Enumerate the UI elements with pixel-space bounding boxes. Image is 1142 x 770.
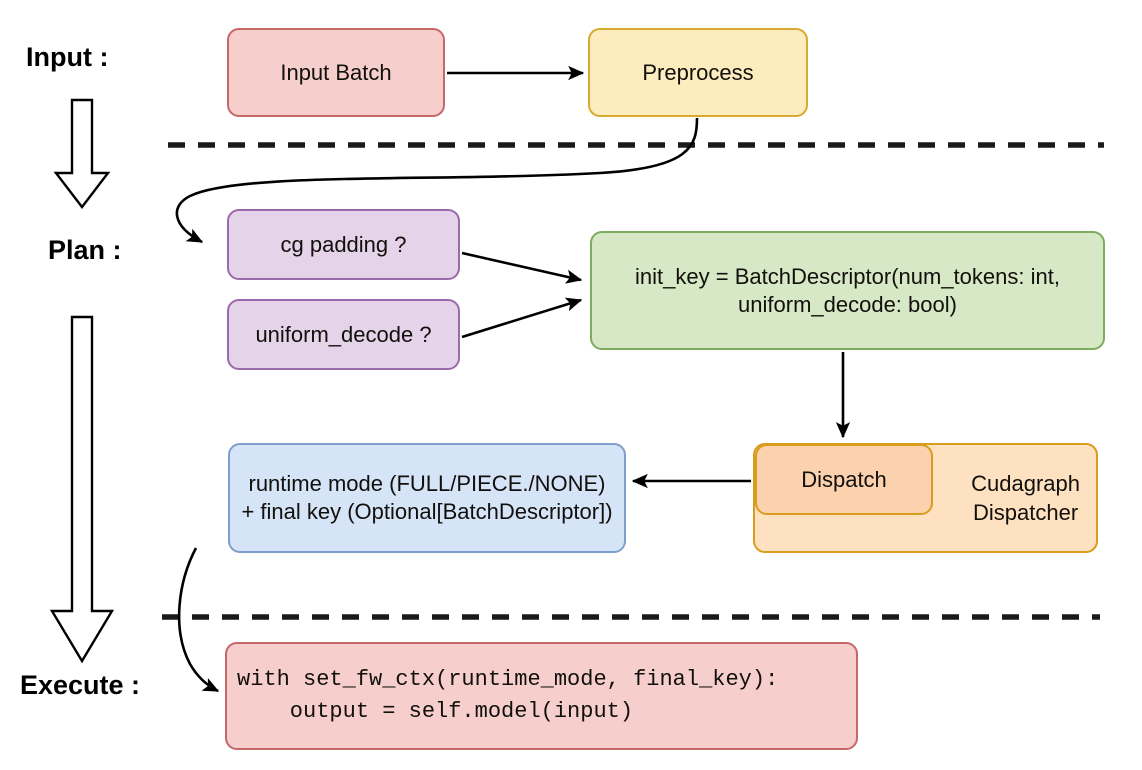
stage-label-execute: Execute : bbox=[20, 670, 141, 700]
edge-uniform-decode-to-init-key bbox=[461, 297, 583, 339]
node-input-batch[interactable]: Input Batch bbox=[227, 28, 445, 117]
edge-cg-padding-to-init-key bbox=[461, 251, 583, 284]
node-execute-code-line2: output = self.model(input) bbox=[237, 699, 634, 724]
plan-to-execute-arrow bbox=[49, 315, 115, 664]
node-init-key-line1: init_key = BatchDescriptor(num_tokens: i… bbox=[635, 263, 1060, 289]
edge-runtime-mode-to-execute-code bbox=[177, 547, 220, 693]
node-init-key[interactable]: init_key = BatchDescriptor(num_tokens: i… bbox=[590, 231, 1105, 350]
node-runtime-mode[interactable]: runtime mode (FULL/PIECE./NONE) + final … bbox=[228, 443, 626, 553]
node-execute-code-line1: with set_fw_ctx(runtime_mode, final_key)… bbox=[237, 667, 779, 693]
node-runtime-mode-line1: runtime mode (FULL/PIECE./NONE) bbox=[248, 471, 606, 497]
stage-label-plan: Plan : bbox=[48, 235, 122, 265]
node-uniform-decode[interactable]: uniform_decode ? bbox=[227, 299, 460, 370]
node-cg-padding[interactable]: cg padding ? bbox=[227, 209, 460, 280]
node-preprocess[interactable]: Preprocess bbox=[588, 28, 808, 117]
stage-label-input: Input : bbox=[26, 42, 109, 72]
input-to-plan-arrow bbox=[53, 98, 111, 209]
node-runtime-mode-line2: + final key (Optional[BatchDescriptor]) bbox=[241, 499, 613, 524]
node-dispatch[interactable]: Dispatch bbox=[755, 444, 933, 515]
node-init-key-line2: uniform_decode: bool) bbox=[738, 291, 957, 317]
node-execute-code[interactable]: with set_fw_ctx(runtime_mode, final_key)… bbox=[225, 642, 858, 750]
